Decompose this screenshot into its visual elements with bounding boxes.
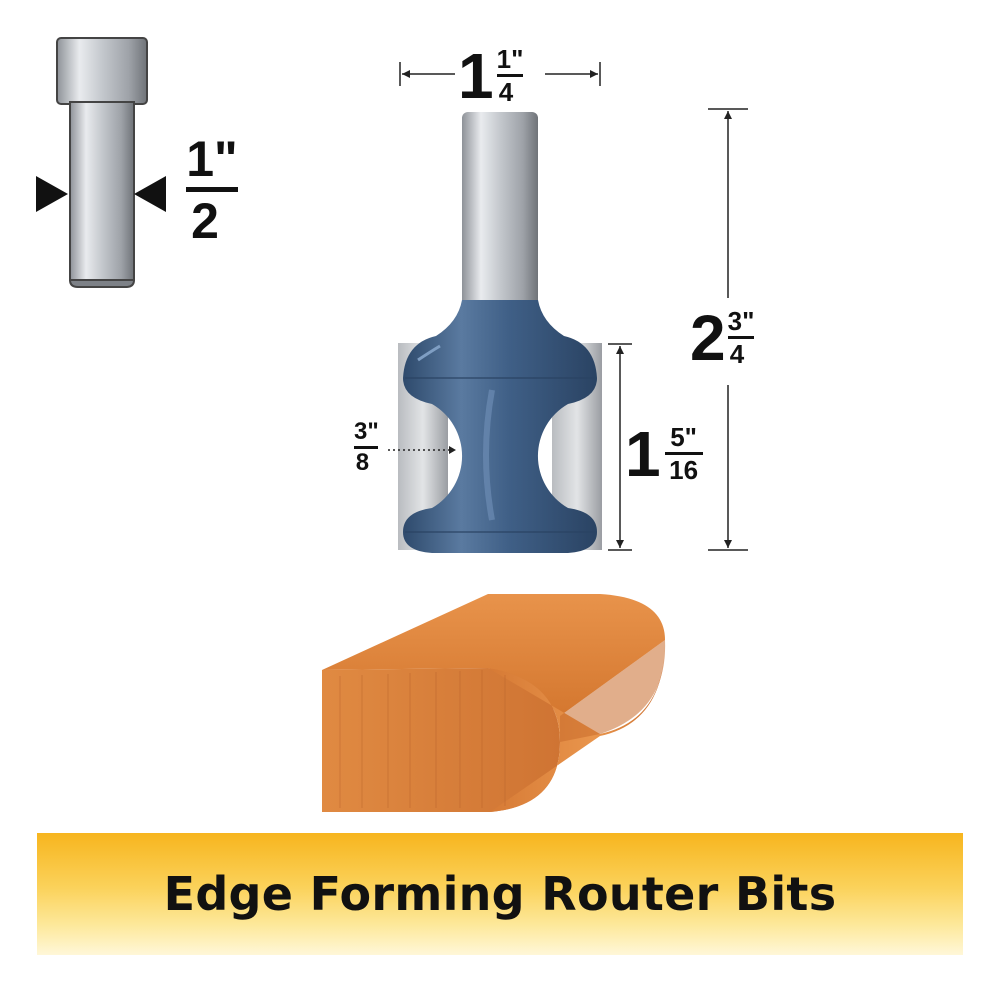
cutting-length-numerator: 5 xyxy=(670,422,685,452)
cutting-length-label: 1 5 " 16 xyxy=(625,422,709,492)
shank-numerator: 1 xyxy=(186,131,215,187)
arrow-down-icon xyxy=(616,540,624,548)
cutting-diameter-unit: " xyxy=(511,44,524,74)
fraction-bar xyxy=(727,336,754,339)
overall-length-numerator: 3 xyxy=(727,306,743,336)
banner-title: Edge Forming Router Bits xyxy=(163,867,837,921)
fraction-bar xyxy=(354,446,379,449)
cutting-diameter-denominator: 4 xyxy=(498,77,514,107)
arrow-up-icon xyxy=(724,111,732,119)
shank-denominator: 2 xyxy=(191,193,219,249)
cutting-length-whole: 1 xyxy=(625,418,661,490)
overall-length-label: 2 3 " 4 xyxy=(690,306,768,376)
overall-length-unit: " xyxy=(742,306,755,336)
fraction-bar xyxy=(186,187,238,192)
radius-unit: " xyxy=(367,418,379,445)
cutting-diameter-label: 1 1 " 4 xyxy=(458,44,537,114)
radius-label: 3 " 8 xyxy=(354,420,379,475)
shank-arrow-right-icon xyxy=(134,176,166,212)
cutting-diameter-numerator: 1 xyxy=(496,44,512,74)
dimension-lines xyxy=(388,62,748,551)
shank-diagram xyxy=(36,37,166,288)
shank-unit: " xyxy=(214,131,238,187)
arrow-left-icon xyxy=(402,70,410,78)
cutting-diameter-whole: 1 xyxy=(458,40,494,112)
category-banner: Edge Forming Router Bits xyxy=(37,833,963,955)
radius-numerator: 3 xyxy=(354,418,368,445)
dimension-arrowheads xyxy=(402,70,732,548)
cutting-length-unit: " xyxy=(684,422,697,452)
fraction-bar xyxy=(664,452,703,455)
overall-length-whole: 2 xyxy=(690,302,726,374)
arrow-right-icon xyxy=(590,70,598,78)
router-bit xyxy=(398,112,602,553)
overall-length-denominator: 4 xyxy=(729,339,745,369)
fraction-bar xyxy=(496,74,523,77)
shank-arrow-left-icon xyxy=(36,176,68,212)
shank-size-label: 1 " 2 xyxy=(186,134,238,246)
cutting-length-denominator: 16 xyxy=(669,455,699,485)
radius-denominator: 8 xyxy=(355,449,370,476)
arrow-up-icon xyxy=(616,346,624,354)
wood-profile xyxy=(322,594,666,812)
arrow-right-icon xyxy=(449,446,456,454)
arrow-down-icon xyxy=(724,540,732,548)
